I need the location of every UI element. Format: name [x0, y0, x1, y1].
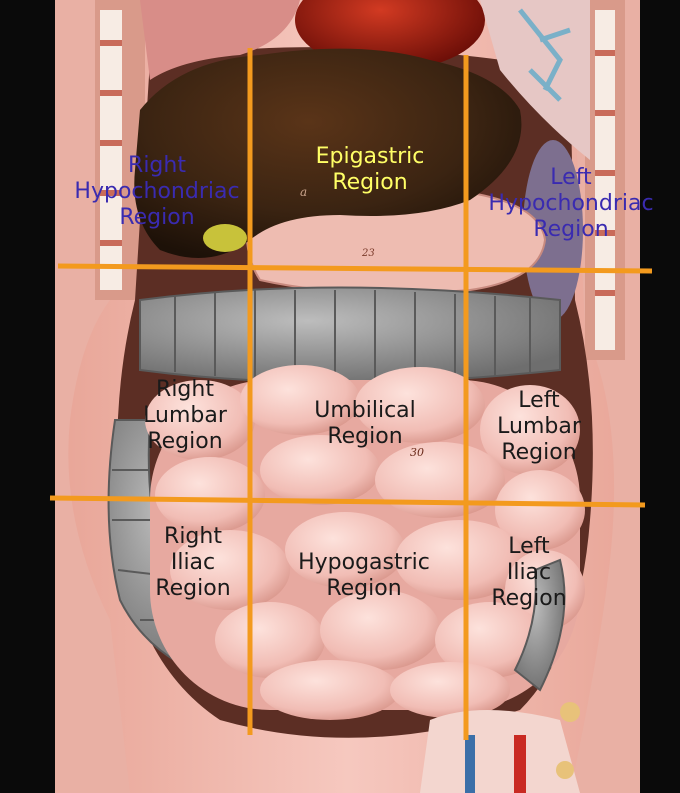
left-hypochondriac-region-label: Left Hypochondriac Region	[488, 165, 654, 242]
bronchi	[518, 8, 571, 102]
umbilical-region-label: Umbilical Region	[314, 398, 416, 449]
mark-30: 30	[410, 446, 424, 459]
hypogastric-region-label: Hypogastric Region	[298, 550, 430, 601]
left-flank	[55, 0, 130, 793]
spleen	[523, 140, 583, 320]
right-rib-cage	[585, 0, 625, 360]
liver	[134, 48, 522, 258]
pelvic-area	[420, 710, 580, 793]
intertubercular-plane-line	[49, 495, 646, 508]
mark-a: a	[300, 185, 307, 199]
right-lumbar-region-label: Right Lumbar Region	[143, 377, 227, 454]
left-iliac-region-label: Left Iliac Region	[491, 534, 567, 611]
right-lung	[480, 0, 590, 160]
right-iliac-region-label: Right Iliac Region	[155, 524, 231, 601]
lymph-node	[560, 702, 580, 722]
transverse-colon	[139, 286, 561, 384]
right-hypochondriac-region-label: Right Hypochondriac Region	[74, 153, 240, 230]
subcostal-plane-line	[57, 263, 653, 274]
gallbladder	[203, 224, 247, 252]
small-intestine	[145, 365, 585, 720]
mark-23: 23	[361, 248, 375, 259]
epigastric-region-label: Epigastric Region	[315, 144, 425, 195]
left-lung	[140, 0, 300, 80]
region-grid-lines	[49, 48, 653, 740]
left-lumbar-region-label: Left Lumbar Region	[497, 388, 581, 465]
descending-colon	[513, 558, 566, 692]
lymph-node	[556, 761, 574, 779]
